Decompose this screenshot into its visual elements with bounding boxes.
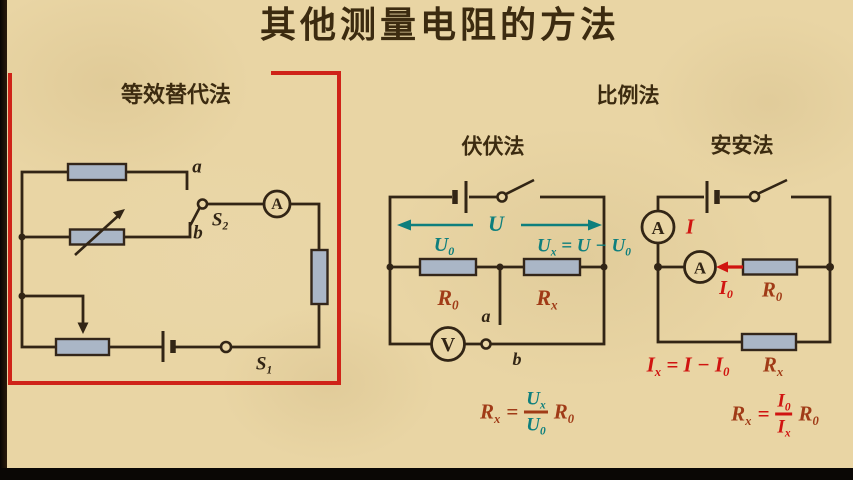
tap-arrow-head: [77, 322, 89, 334]
probe-a-label: a: [481, 306, 491, 326]
rx-label: Rx: [762, 352, 784, 379]
amp-amp-formula: Rx = I0 Ix R0: [731, 390, 819, 440]
resistor-r0: [418, 257, 478, 277]
voltmeter-circle: [430, 326, 466, 362]
junction-dot: [826, 263, 834, 271]
u-total-label: U: [488, 211, 504, 236]
junction-dot: [386, 263, 394, 271]
switch-pivot: [748, 190, 761, 203]
substitution-method-label: 等效替代法: [120, 82, 232, 107]
u0-arrow-head: [397, 219, 411, 231]
junction-dot: [18, 292, 26, 300]
amp-amp-circuit: [640, 178, 834, 352]
i0-arrow-head: [716, 261, 728, 273]
potentiometer-body: [54, 337, 111, 357]
junction-dot: [496, 263, 504, 271]
resistor-rx: [522, 257, 582, 277]
ammeter1-letter: A: [651, 217, 665, 238]
resistor-r0: [741, 258, 799, 276]
switch-s1-contact: [219, 340, 233, 354]
amp-amp-method-label: 安安法: [710, 134, 774, 158]
left-dark-edge: [0, 0, 7, 480]
junction-dot: [654, 263, 662, 271]
rheostat-arrow-head: [112, 209, 125, 220]
volt-volt-method-label: 伏伏法: [461, 135, 525, 159]
probe-contact: [480, 338, 492, 350]
volt-volt-formula: Rx = Ux U0 R0: [479, 388, 575, 438]
r0-label: R0: [437, 285, 459, 313]
resistor: [66, 162, 128, 182]
page-title: 其他测量电阻的方法: [259, 4, 621, 45]
contact-b-label: b: [193, 222, 203, 244]
ammeter1-circle: [640, 209, 676, 245]
switch-lever: [757, 178, 788, 195]
switch-s2-label: S2: [211, 209, 229, 233]
wire: [22, 294, 85, 324]
bottom-dark-bar: [0, 468, 853, 480]
rx-label: Rx: [536, 285, 558, 313]
proportion-method-label: 比例法: [596, 84, 660, 108]
contact-a-label: a: [192, 156, 202, 178]
ux-arrow-head: [588, 219, 602, 231]
switch-s1-label: S1: [255, 353, 273, 377]
resistor-rx: [740, 332, 798, 352]
switch-lever: [505, 178, 535, 196]
voltmeter-letter: V: [440, 333, 456, 356]
i0-label: I0: [719, 277, 733, 302]
i-total-label: I: [685, 214, 695, 239]
parchment-background: [7, 0, 853, 468]
ix-equation: Ix = I − I0: [646, 352, 730, 379]
volt-volt-circuit: [386, 178, 608, 362]
switch-pivot: [496, 191, 508, 203]
r0-label: R0: [761, 277, 783, 304]
u0-label: U0: [433, 234, 455, 259]
switch-s2-lever: [189, 207, 201, 226]
resistor-vertical: [310, 248, 329, 306]
substitution-circuit: [18, 162, 329, 362]
wire: [656, 195, 832, 344]
fraction: Ux U0: [524, 388, 548, 438]
fraction: I0 Ix: [775, 390, 793, 440]
junction-dot: [18, 233, 26, 241]
ammeter-letter: A: [271, 195, 283, 213]
ux-equation: Ux = U − U0: [537, 235, 631, 259]
rheostat-arrow: [74, 215, 119, 256]
ammeter-circle: [262, 189, 292, 219]
rheostat-body: [68, 228, 126, 246]
wire: [656, 195, 704, 211]
probe-b-label: b: [512, 349, 522, 369]
wire: [20, 170, 189, 349]
red-highlight-frame: [8, 71, 341, 385]
switch-s2-pivot: [196, 198, 209, 210]
junction-dot: [600, 263, 608, 271]
ammeter2-circle: [683, 250, 717, 284]
ammeter2-letter: A: [693, 258, 707, 277]
